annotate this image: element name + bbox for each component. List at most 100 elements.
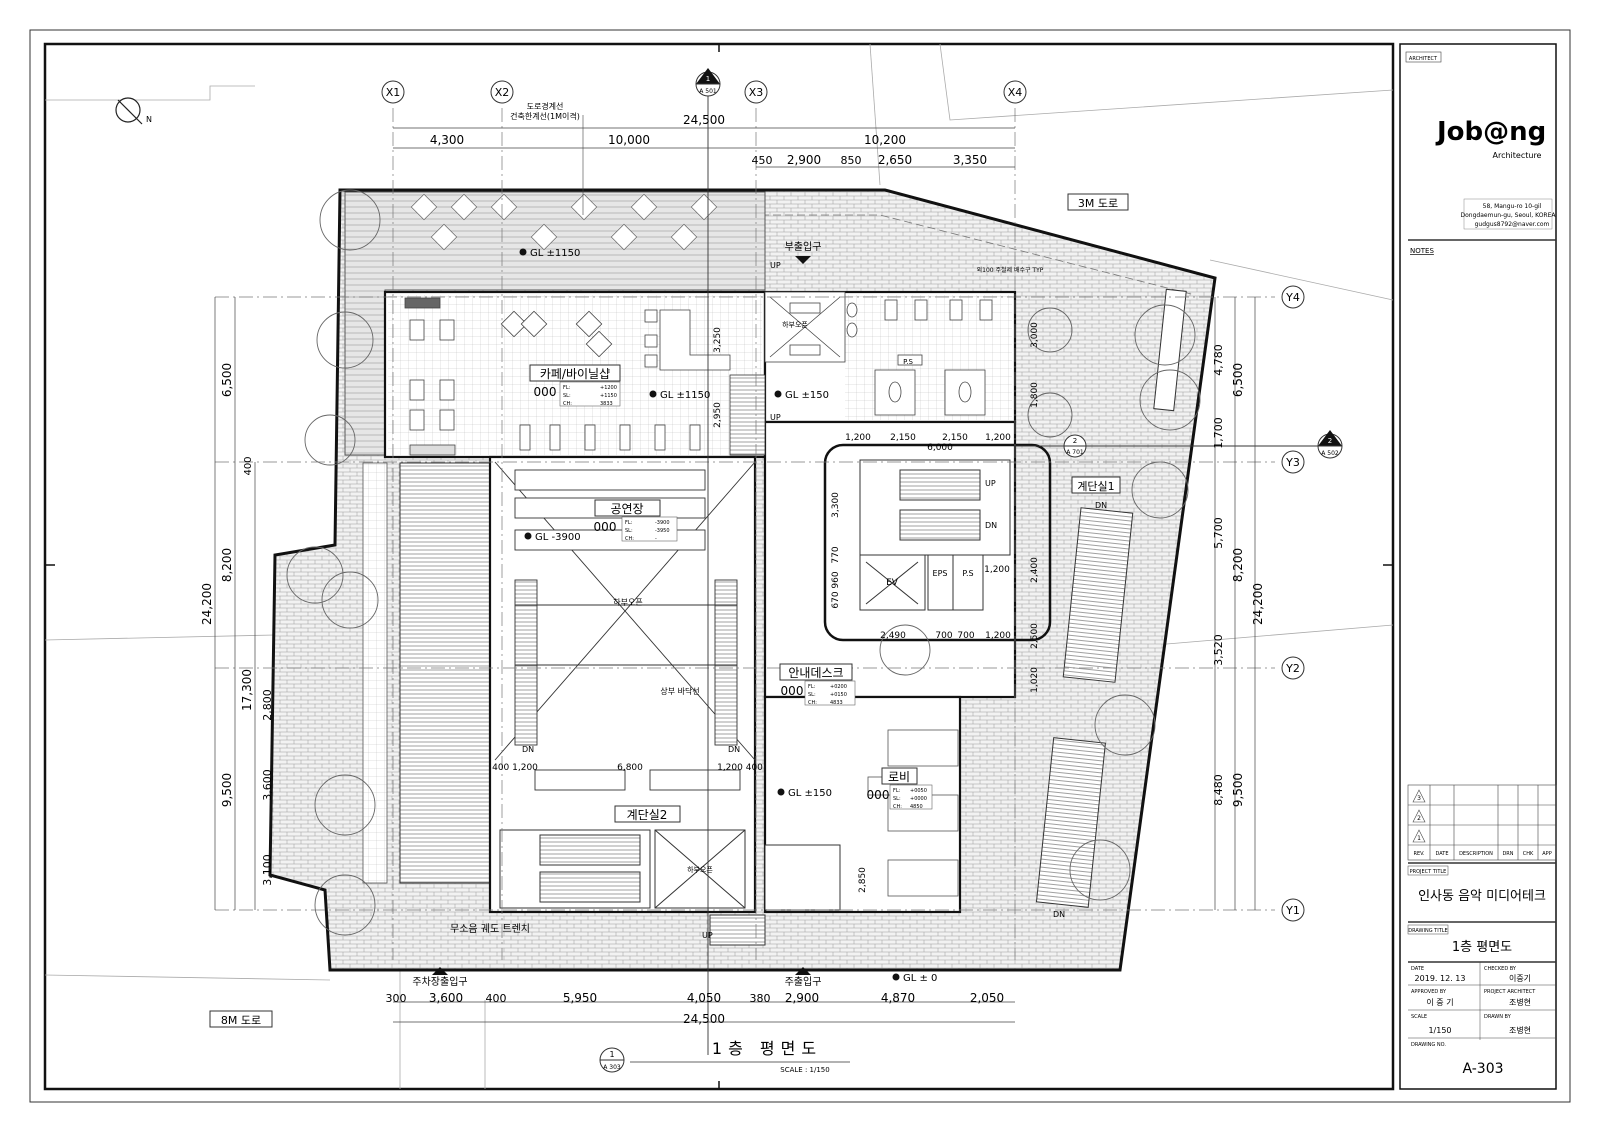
parking-entrance-arrow-icon [432, 967, 448, 975]
svg-text:계단실2: 계단실2 [627, 808, 668, 822]
svg-text:SCALE: SCALE [1411, 1014, 1427, 1020]
svg-text:1: 1 [609, 1050, 614, 1059]
dim-top-3: 10,200 [864, 133, 906, 147]
section-marker-right-2: 2 A 701 [1063, 434, 1087, 458]
dim-top-6: 850 [841, 154, 862, 167]
dim-right-5: 1,700 [1212, 417, 1225, 449]
dim-bottom-2: 3,600 [429, 991, 463, 1005]
grid-bubble-y1: Y1 [1281, 898, 1305, 922]
svg-text:1,800: 1,800 [1030, 382, 1040, 408]
outer-border [29, 29, 1571, 1103]
side-entrance-label: 부출입구 [785, 240, 822, 253]
svg-text:UP: UP [985, 479, 996, 488]
svg-text:3,250: 3,250 [713, 327, 723, 353]
svg-text:X4: X4 [1008, 86, 1023, 99]
svg-text:DN: DN [985, 521, 997, 530]
eps-label: EPS [933, 569, 948, 578]
svg-text:+1150: +1150 [600, 393, 617, 399]
svg-text:700: 700 [957, 631, 974, 641]
svg-text:3833: 3833 [600, 401, 613, 407]
svg-text:DN: DN [1095, 501, 1107, 510]
dim-top-total: 24,500 [683, 113, 725, 127]
svg-text:gudgus8792@naver.com: gudgus8792@naver.com [1475, 221, 1550, 228]
svg-text:Y3: Y3 [1285, 456, 1300, 469]
svg-text:670: 670 [831, 591, 841, 608]
upper-floor-line-label: 상부 바닥선 [660, 686, 699, 696]
dim-right-7: 3,520 [1212, 634, 1225, 666]
svg-text:2: 2 [1417, 815, 1421, 822]
svg-text:X3: X3 [749, 86, 764, 99]
boundary-label-1: 도로경계선 [527, 101, 564, 111]
planter-strip [362, 462, 388, 884]
dim-top-4: 450 [752, 154, 773, 167]
svg-text:3,000: 3,000 [1030, 322, 1040, 348]
svg-text:DATE: DATE [1411, 966, 1424, 972]
svg-text:1: 1 [1417, 835, 1421, 842]
svg-text:SL:: SL: [625, 528, 633, 534]
svg-text:UP: UP [770, 413, 781, 422]
svg-text:2,950: 2,950 [713, 402, 723, 428]
svg-text:안내데스크: 안내데스크 [788, 666, 843, 680]
svg-text:DN: DN [1053, 910, 1065, 919]
dim-right-4: 4,780 [1212, 344, 1225, 376]
svg-text:000: 000 [534, 385, 557, 399]
ps-label-2: P.S [903, 358, 913, 366]
dim-right-total: 24,200 [1251, 583, 1265, 625]
parking-entrance-label: 주차장출입구 [412, 975, 467, 988]
svg-text:-3900: -3900 [655, 520, 670, 526]
dim-right-3: 9,500 [1231, 773, 1245, 807]
drawing-title: 1층 평면도 [1452, 940, 1512, 955]
trench-label: 무소음 궤도 트렌치 [450, 923, 530, 935]
svg-text:X1: X1 [386, 86, 401, 99]
ev-label: EV [886, 578, 899, 588]
void-label-3: 하부오픈 [687, 865, 713, 874]
svg-text:DRAWN BY: DRAWN BY [1484, 1014, 1512, 1020]
trench-walkway [399, 462, 491, 884]
svg-text:3M 도로: 3M 도로 [1078, 197, 1118, 210]
dim-bottom-5: 4,050 [687, 991, 721, 1005]
svg-text:이중기: 이중기 [1509, 973, 1531, 983]
section-marker-right: 2 A 502 [1317, 430, 1343, 459]
grid-lines [215, 108, 1275, 960]
svg-text:700: 700 [935, 631, 952, 641]
svg-text:+0200: +0200 [830, 684, 847, 690]
svg-text:CH:: CH: [808, 700, 817, 706]
toilets [764, 291, 993, 416]
svg-text:-: - [655, 536, 657, 542]
svg-text:000: 000 [781, 684, 804, 698]
stair-direction-labels: UP UP UP UP DN DN DN DN DN [522, 261, 1107, 940]
svg-text:DRN: DRN [1502, 851, 1513, 857]
svg-text:+0150: +0150 [830, 692, 847, 698]
dim-left-5: 17,300 [240, 669, 254, 711]
grid-bubble-x3: X3 [744, 80, 768, 104]
project-title: 인사동 음악 미디어테크 [1418, 889, 1546, 904]
svg-text:카페/바이닐샵: 카페/바이닐샵 [540, 367, 610, 381]
exterior-stairs [1035, 288, 1187, 908]
void-label-2: 하부오픈 [782, 320, 808, 329]
main-entrance-label: 주출입구 [785, 975, 822, 988]
svg-text:Architecture: Architecture [1493, 151, 1542, 160]
svg-text:2: 2 [1328, 437, 1332, 445]
terrace-tables [410, 193, 718, 251]
section-marker-bottom: 1 A 303 [599, 1047, 625, 1073]
svg-text:DATE: DATE [1435, 851, 1448, 857]
svg-text:000: 000 [594, 520, 617, 534]
svg-text:FL:: FL: [893, 788, 901, 794]
frame-ticks [45, 44, 1393, 1089]
dim-bottom-4: 5,950 [563, 991, 597, 1005]
svg-text:NOTES: NOTES [1410, 247, 1434, 255]
dim-top-8: 3,350 [953, 153, 987, 167]
road-label-8m: 8M 도로 [209, 1010, 273, 1028]
svg-text:1,020: 1,020 [1030, 667, 1040, 693]
dim-right-1: 6,500 [1231, 363, 1245, 397]
svg-text:GL ±150: GL ±150 [788, 788, 832, 799]
ps-label-1: P.S [962, 569, 973, 578]
svg-text:GL ±1150: GL ±1150 [660, 390, 710, 401]
svg-text:+0050: +0050 [910, 788, 927, 794]
svg-text:FL:: FL: [563, 385, 571, 391]
svg-text:58, Mangu-ro 10-gil: 58, Mangu-ro 10-gil [1483, 203, 1542, 210]
dim-top-7: 2,650 [878, 153, 912, 167]
svg-text:A 303: A 303 [603, 1064, 621, 1071]
void-label-1: 하부오픈 [613, 597, 642, 607]
svg-text:2,500: 2,500 [1030, 623, 1040, 649]
